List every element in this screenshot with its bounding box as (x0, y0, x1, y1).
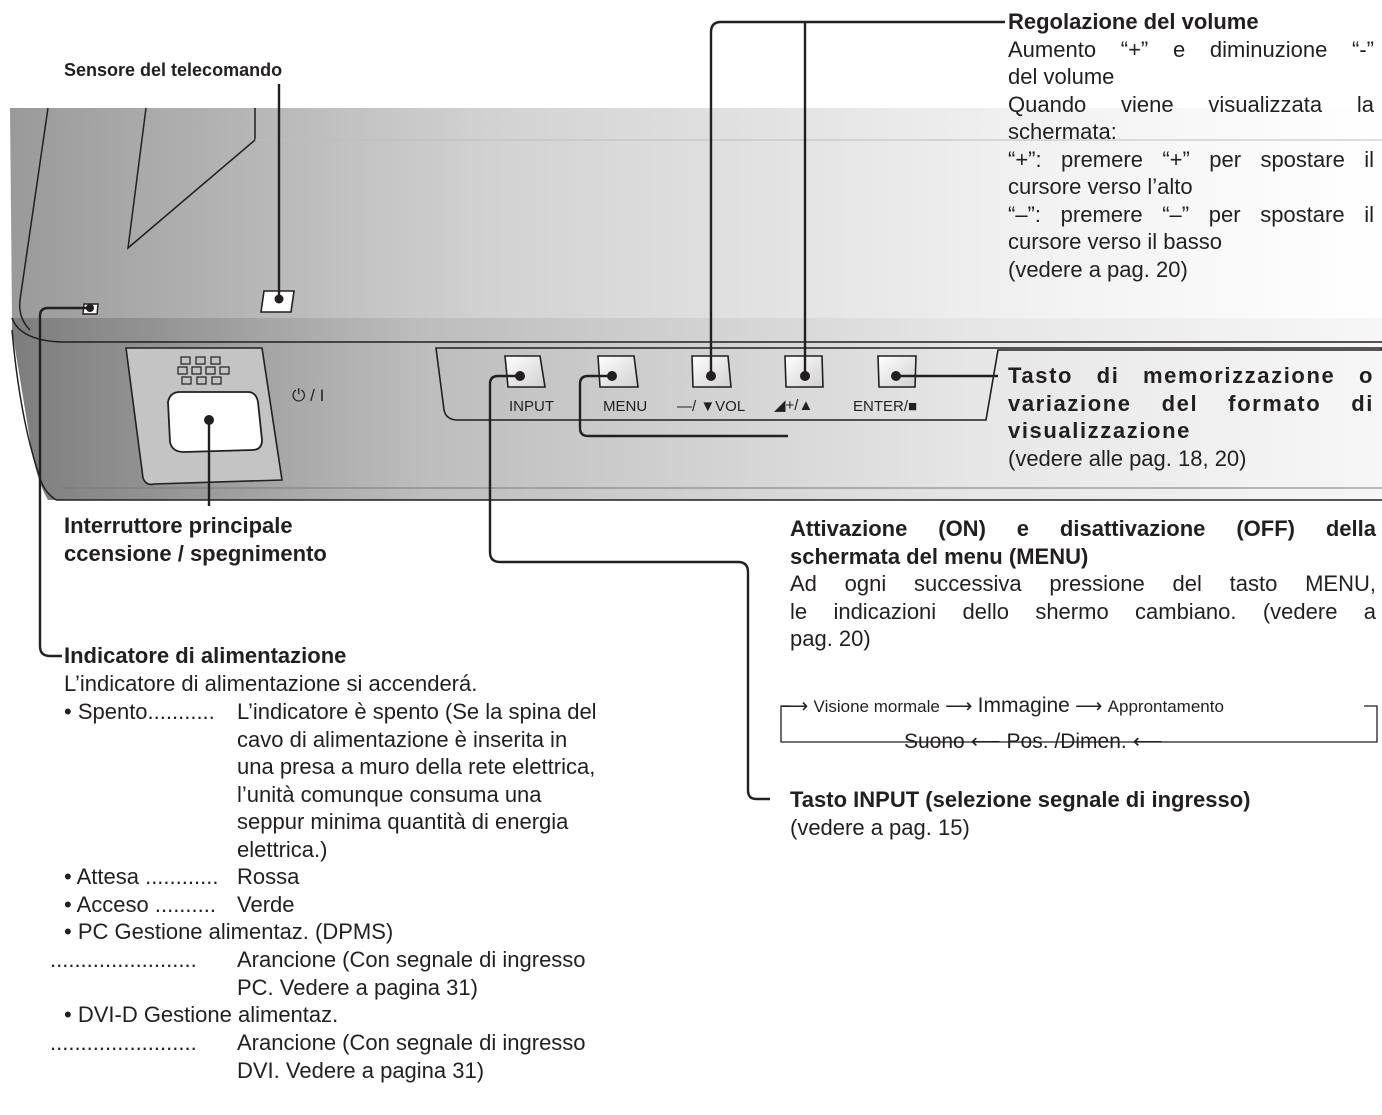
cycle-item: Visione mormale (813, 697, 940, 716)
cycle-arrow: ⟵ (970, 730, 1001, 753)
indicator-item-attesa: • Attesa ............ (64, 864, 219, 889)
menu-key (597, 355, 639, 388)
cycle-arrow: ⟵ (1132, 730, 1163, 753)
vent-slots (177, 356, 230, 385)
volume-line: “+”: premere “+” per spostare il (1008, 146, 1374, 172)
volume-section: Regolazione del volume Aumento “+” e dim… (1008, 8, 1374, 283)
vol-up-label: ◢+/▲ (774, 397, 814, 414)
memory-key-title: Tasto di memorizzazione o (1008, 363, 1374, 388)
input-key-section: Tasto INPUT (selezione segnale di ingres… (790, 786, 1250, 841)
memory-key-ref: (vedere alle pag. 18, 20) (1008, 445, 1247, 471)
enter-label: ENTER/■ (853, 398, 918, 415)
volume-line: Aumento “+” e diminuzione “-” (1008, 36, 1374, 62)
indicator-dvi-title: • DVI-D Gestione alimentaz. (64, 1002, 339, 1027)
main-switch-section: Interruttore principale ccensione / speg… (64, 512, 327, 567)
indicator-item-acceso: • Acceso .......... (64, 892, 216, 917)
volume-line: schermata: (1008, 119, 1117, 144)
device-front-face (12, 318, 1382, 500)
memory-key-section: Tasto di memorizzazione o variazione del… (1008, 362, 1374, 472)
power-indicator-title: Indicatore di alimentazione (64, 643, 347, 668)
volume-line: cursore verso l’alto (1008, 174, 1193, 199)
main-switch-title: ccensione / spegnimento (64, 540, 327, 566)
menu-cycle-frame (780, 705, 1378, 743)
memory-key-title: variazione del formato di (1008, 390, 1374, 416)
cycle-item: Suono (904, 730, 965, 753)
indicator-item-acceso-desc: Verde (237, 892, 295, 917)
indicator-item-attesa-desc: Rossa (237, 864, 300, 889)
power-indicator-intro: L’indicatore di alimentazione si accende… (64, 671, 478, 696)
remote-sensor-title: Sensore del telecomando (64, 60, 283, 80)
indicator-item-spento-desc: L’indicatore è spento (Se la spina del c… (237, 699, 597, 862)
volume-line: cursore verso il basso (1008, 229, 1222, 254)
volume-title: Regolazione del volume (1008, 9, 1259, 34)
input-key-ref: (vedere a pag. 15) (790, 814, 970, 840)
cycle-item: Pos. /Dimen. (1006, 730, 1127, 753)
cycle-item: Approntamento (1107, 697, 1224, 716)
input-label: INPUT (509, 398, 554, 415)
device-top-surface (10, 108, 1382, 318)
main-switch-title: Interruttore principale (64, 513, 293, 538)
control-panel (435, 347, 1382, 421)
menu-toggle-body: Ad ogni successiva pressione del tasto M… (790, 571, 1376, 596)
menu-toggle-title: schermata del menu (MENU) (790, 543, 1089, 569)
memory-key-title: visualizzazione (1008, 418, 1191, 443)
input-key-title: Tasto INPUT (selezione segnale di ingres… (790, 787, 1251, 812)
indicator-pc-dots: ........................ (50, 947, 197, 972)
indicator-dvi-desc: Arancione (Con segnale di ingresso DVI. … (237, 1030, 586, 1083)
indicator-pc-title: • PC Gestione alimentaz. (DPMS) (64, 919, 394, 944)
cycle-arrow: ⟶ (1075, 696, 1103, 717)
volume-line: (vedere a pag. 20) (1008, 256, 1188, 282)
indicator-dvi-dots: ........................ (50, 1030, 197, 1055)
input-key (504, 355, 546, 388)
menu-cycle-row-1: ⟶ Visione mormale ⟶ Immagine ⟶ Approntam… (781, 694, 1224, 718)
indicator-pc-desc: Arancione (Con segnale di ingresso PC. V… (237, 947, 586, 1000)
volume-line: Quando viene visualizzata la (1008, 91, 1374, 117)
cycle-arrow: ⟶ (781, 696, 809, 717)
main-power-switch (167, 391, 263, 453)
vol-down-label: —/ ▼VOL (677, 398, 746, 415)
menu-toggle-body: pag. 20) (790, 626, 871, 651)
cycle-item: Immagine (977, 694, 1070, 717)
volume-line: “–”: premere “–” per spostare il (1008, 201, 1374, 227)
menu-toggle-section: Attivazione (ON) e disattivazione (OFF) … (790, 515, 1376, 653)
menu-toggle-title: Attivazione (ON) e disattivazione (OFF) … (790, 516, 1376, 541)
volume-line: del volume (1008, 64, 1115, 89)
power-symbol: ⏻ / I (292, 386, 325, 405)
menu-label: MENU (603, 398, 648, 415)
cycle-arrow: ⟶ (945, 696, 973, 717)
indicator-item-spento: • Spento........... (64, 699, 215, 724)
menu-toggle-body: le indicazioni dello shermo cambiano. (v… (790, 598, 1376, 624)
menu-cycle-row-2: Suono ⟵ Pos. /Dimen. ⟵ (904, 729, 1163, 754)
